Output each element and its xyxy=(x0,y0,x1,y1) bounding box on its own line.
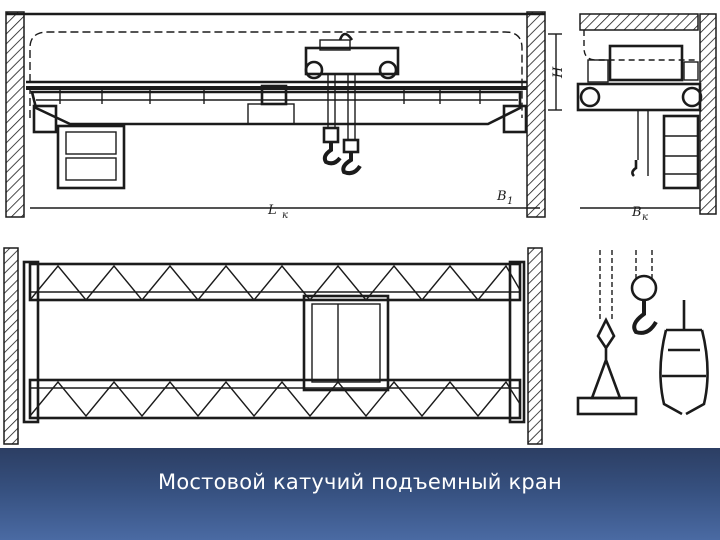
grab-bucket xyxy=(659,300,709,416)
bk-label: B xyxy=(631,205,642,220)
bk-label-sub: к xyxy=(642,212,648,223)
caption-band xyxy=(0,448,720,540)
trolley-front xyxy=(304,32,400,80)
front-view: L к B 1 H xyxy=(5,11,566,221)
crane-drawing: L к B 1 H B к xyxy=(3,11,717,445)
right-wall-side xyxy=(699,13,717,215)
b1-label-sub: 1 xyxy=(507,196,513,207)
hook-details xyxy=(576,250,709,416)
bottom-truss xyxy=(29,380,521,418)
right-wall-plan xyxy=(527,247,543,445)
hooks-front xyxy=(322,74,362,176)
height-label: H xyxy=(551,66,566,79)
top-truss xyxy=(29,264,521,302)
slide-caption: Мостовой катучий подъемный кран xyxy=(158,470,562,494)
left-wall-plan xyxy=(3,247,19,445)
bridge-girder xyxy=(30,90,522,126)
side-view: B к xyxy=(576,13,717,223)
b1-label: B xyxy=(496,189,507,204)
operator-cab-front xyxy=(56,124,126,190)
span-label: L xyxy=(267,203,277,218)
plan-view xyxy=(3,247,543,445)
clearance-outline xyxy=(29,31,523,118)
trolley-plan xyxy=(302,294,390,392)
span-label-sub: к xyxy=(282,210,288,221)
operator-cab-side xyxy=(662,114,700,190)
right-wall-front xyxy=(526,11,546,218)
magnet-lifter xyxy=(590,317,622,400)
left-wall-front xyxy=(5,11,25,218)
hook-detail xyxy=(632,300,658,335)
roof-side xyxy=(579,13,699,31)
